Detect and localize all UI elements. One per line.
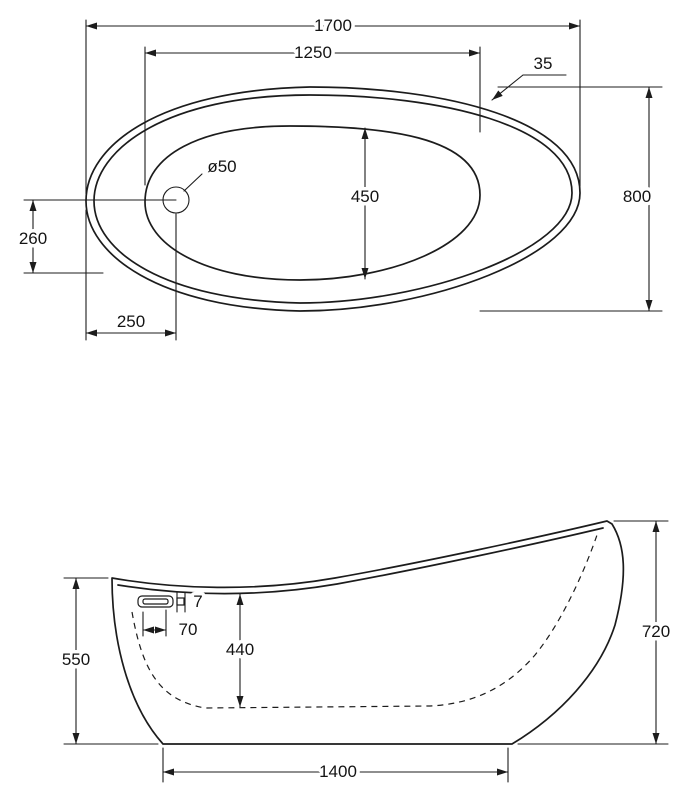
dim-overall-width-label: 800 [623, 187, 651, 206]
dim-back-height: 720 [517, 520, 674, 745]
dim-basin-length-label: 1250 [294, 43, 332, 62]
dim-basin-length: 1250 [144, 40, 481, 186]
dim-overflow-gap: 7 [176, 589, 206, 615]
top-view: 1700 1250 35 800 450 [15, 13, 663, 341]
top-view-outer-outline [85, 86, 581, 312]
dim-drain-offset-end: 250 [85, 209, 177, 341]
dim-drain-offset-edge: 260 [15, 199, 177, 274]
side-view: 7 70 440 550 720 [58, 520, 674, 785]
dim-overall-width: 800 [479, 86, 663, 312]
top-view-rim-inner-outline [93, 94, 573, 304]
dim-front-height-label: 550 [62, 650, 90, 669]
dim-drain-offset-edge-label: 260 [19, 229, 47, 248]
dim-back-height-label: 720 [642, 622, 670, 641]
dim-basin-width-label: 450 [351, 187, 379, 206]
dim-overflow-offset: 70 [142, 609, 201, 643]
dim-inner-depth-label: 440 [226, 640, 254, 659]
dim-basin-width: 450 [347, 127, 383, 280]
dim-inner-depth: 440 [222, 593, 258, 708]
dim-base-length: 1400 [162, 747, 509, 785]
dim-rim-thickness: 35 [491, 51, 567, 101]
top-view-basin-outline [144, 125, 481, 281]
dim-overflow-gap-label: 7 [193, 592, 202, 611]
dim-drain-offset-end-label: 250 [117, 312, 145, 331]
overflow-fitting [137, 595, 185, 608]
dim-overall-length: 1700 [85, 13, 581, 195]
dim-overall-length-label: 1700 [314, 16, 352, 35]
dim-drain-diameter: ø50 [183, 154, 240, 192]
side-view-rim-inner-line [117, 527, 604, 595]
side-view-outline [111, 520, 625, 745]
dim-base-length-label: 1400 [319, 762, 357, 781]
dim-rim-thickness-label: 35 [534, 54, 553, 73]
dim-overflow-offset-label: 70 [179, 620, 198, 639]
dim-drain-diameter-label: ø50 [207, 157, 236, 176]
dim-front-height: 550 [58, 577, 159, 745]
side-view-inner-bottom-dashed [131, 534, 598, 709]
